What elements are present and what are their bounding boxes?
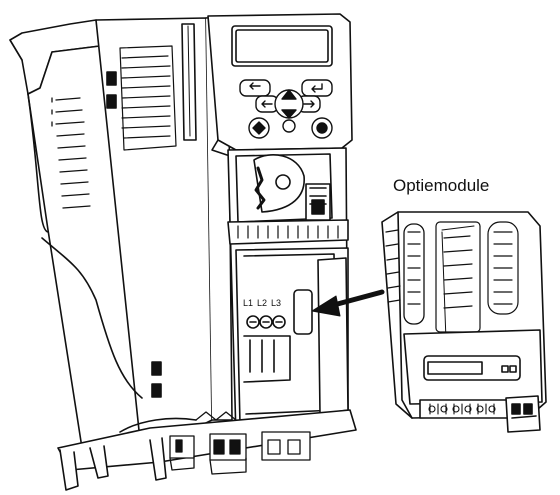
status-led-icon [106, 94, 117, 109]
keypad-panel [207, 13, 353, 157]
front-grill [119, 45, 177, 151]
start-icon [252, 121, 266, 135]
option-module-label: Optiemodule [393, 176, 490, 195]
status-led-icon [106, 71, 117, 86]
status-led-icon [151, 361, 162, 376]
terminal-label: L1 [243, 298, 253, 308]
drive-lower-section: L1 L2 L3 [227, 147, 349, 437]
bottom-bracket [57, 409, 357, 491]
terminal-label: L3 [271, 298, 281, 308]
status-led-icon [151, 383, 162, 398]
back-arrow-icon [239, 79, 271, 97]
option-slot [293, 289, 313, 335]
up-arrow-icon [281, 89, 297, 100]
drive-housing [9, 15, 233, 449]
power-terminals: L1 L2 L3 [243, 298, 291, 383]
terminal-label: L2 [257, 298, 267, 308]
side-vents [51, 97, 91, 209]
down-arrow-icon [281, 109, 297, 119]
insert-arrow [311, 289, 385, 317]
keypad-buttons [239, 79, 333, 139]
stop-icon [316, 122, 328, 134]
enter-icon [301, 79, 333, 97]
option-module [381, 211, 547, 433]
lcd-display [231, 25, 333, 67]
